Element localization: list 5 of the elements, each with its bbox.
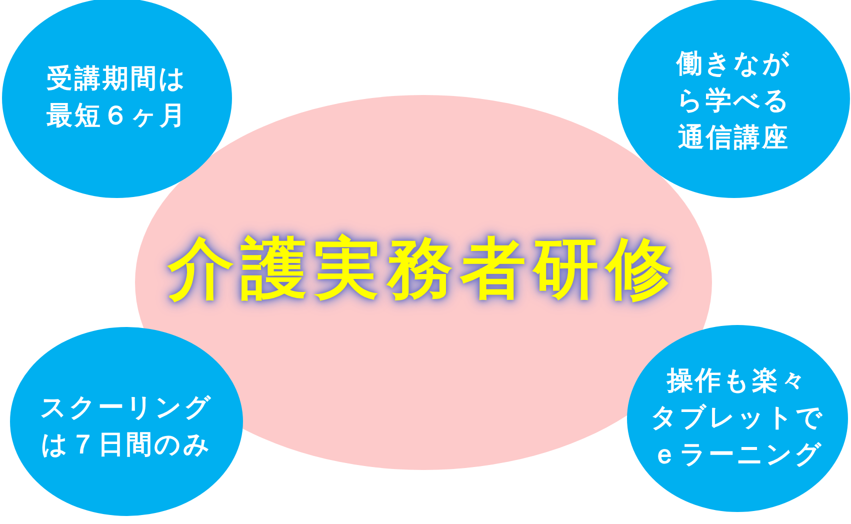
node-label: 働きながら学べる通信講座 bbox=[675, 48, 792, 155]
node-label: 操作も楽々タブレットでｅラーニング bbox=[650, 365, 826, 472]
node-label: 受講期間は最短６ヶ月 bbox=[46, 63, 188, 133]
node-label: スクーリングは７日間のみ bbox=[39, 392, 214, 462]
title-text: 介護実務者研修 bbox=[168, 228, 679, 308]
